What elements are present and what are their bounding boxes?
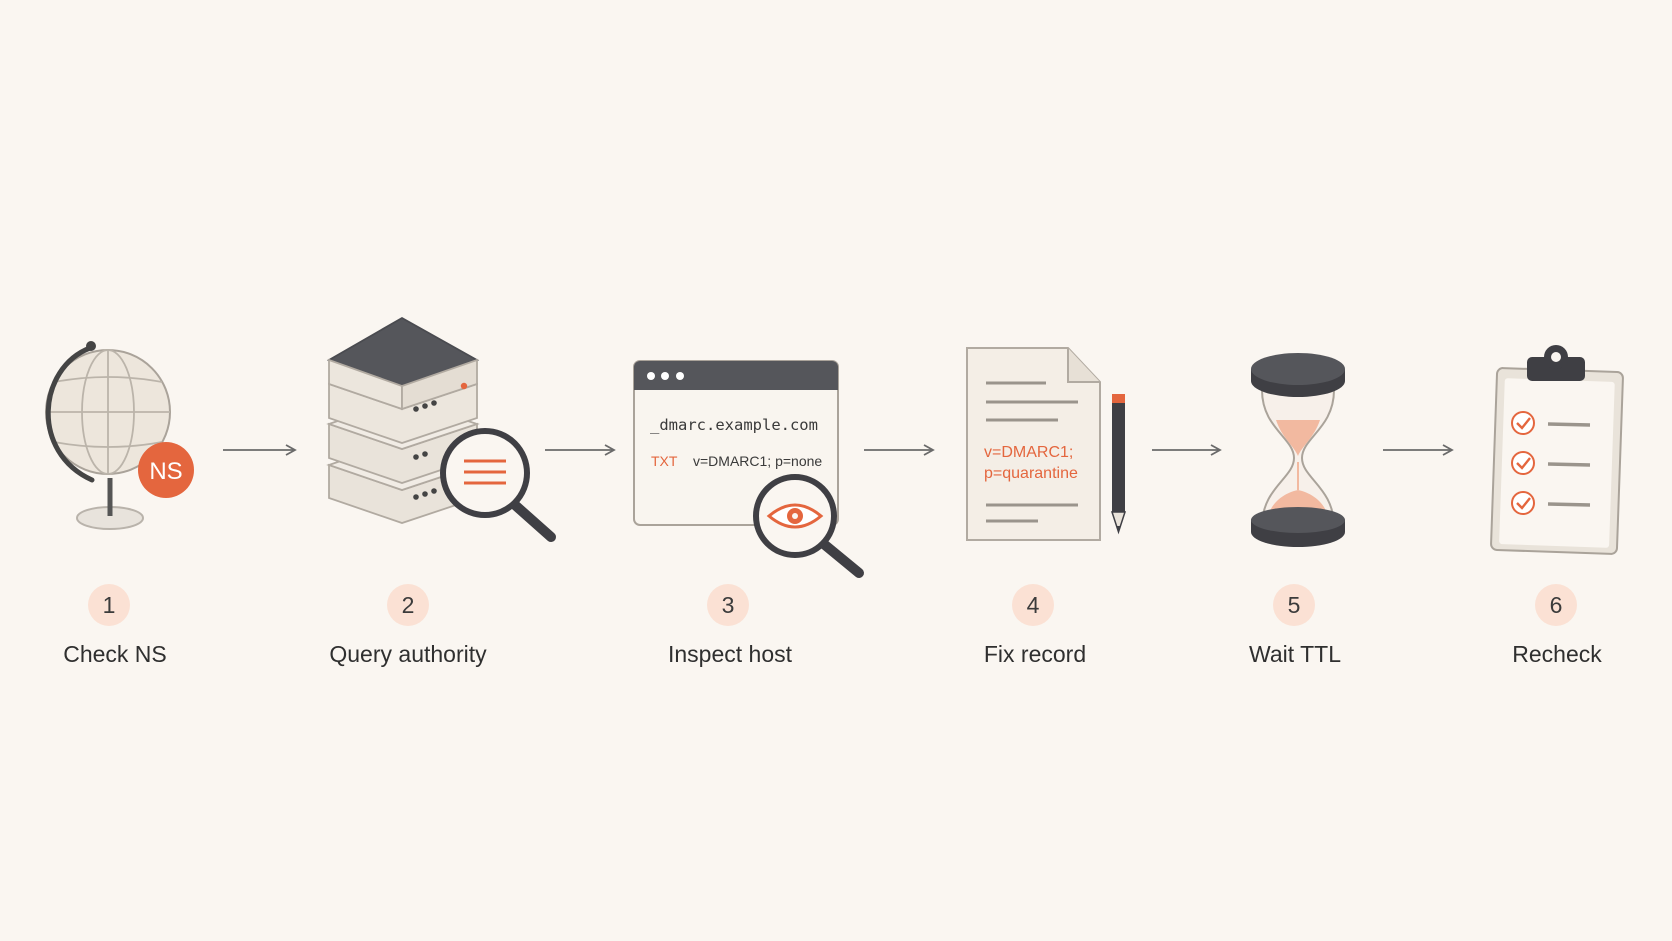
step-5-label: Wait TTL [1248, 641, 1341, 667]
ns-badge: NS [138, 442, 194, 498]
fix-line-1: v=DMARC1; [984, 444, 1073, 461]
document-icon: v=DMARC1; p=quarantine [966, 347, 1101, 541]
globe-icon [45, 341, 171, 530]
magnifier-icon [440, 428, 556, 542]
clipboard-checklist-icon [1490, 345, 1624, 555]
step-3-label: Inspect host [667, 641, 793, 667]
step-1-label: Check NS [63, 641, 167, 667]
record-value: v=DMARC1; p=none [693, 453, 822, 469]
step-4-label: Fix record [983, 641, 1087, 667]
fix-line-2: p=quarantine [984, 465, 1078, 482]
step-6-number: 6 [1535, 584, 1577, 626]
server-stack-icon [326, 316, 480, 524]
step-1-number: 1 [88, 584, 130, 626]
step-2-label: Query authority [329, 641, 487, 667]
step-2-number: 2 [387, 584, 429, 626]
hourglass-icon [1251, 353, 1345, 547]
step-5-number: 5 [1273, 584, 1315, 626]
step-4-number: 4 [1012, 584, 1054, 626]
host-name: _dmarc.example.com [650, 416, 818, 434]
step-6-label: Recheck [1512, 641, 1602, 667]
record-type: TXT [651, 453, 678, 469]
eye-magnifier-icon [753, 474, 864, 578]
step-3-number: 3 [707, 584, 749, 626]
pencil-icon [1110, 394, 1127, 535]
ns-badge-label: NS [149, 458, 182, 485]
